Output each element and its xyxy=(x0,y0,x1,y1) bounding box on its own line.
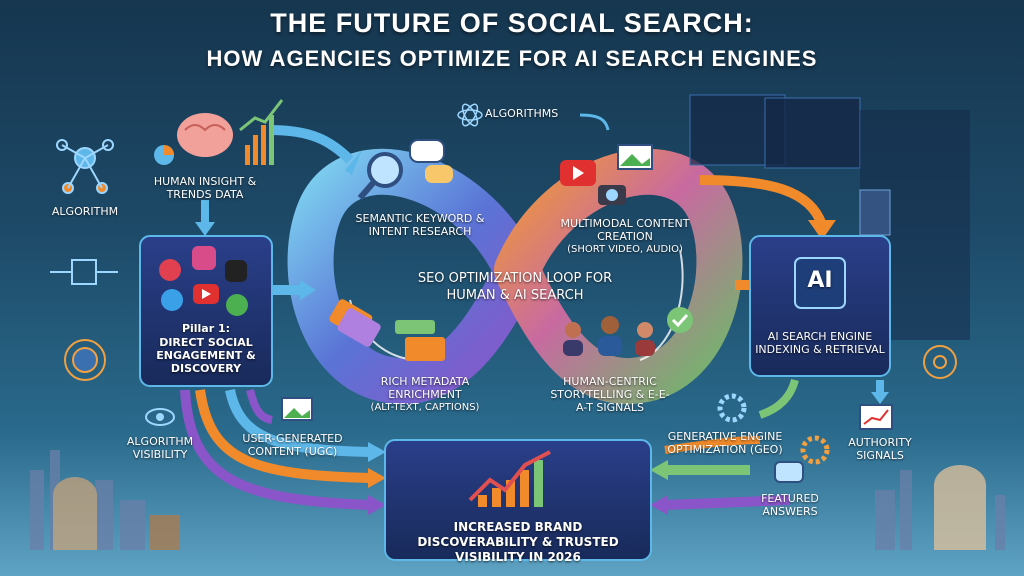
arrow-algorithms xyxy=(579,113,610,131)
arrow-pillar-to-ugc xyxy=(246,389,273,424)
camera-icon xyxy=(598,185,626,205)
arrow-ai-to-geo xyxy=(758,378,799,419)
magnifier-icon xyxy=(357,152,403,200)
label-algorithms: ALGORITHMS xyxy=(485,107,559,120)
arrow-insight-to-loop xyxy=(269,125,354,164)
label-geo: GENERATIVE ENGINE OPTIMIZATION (GEO) xyxy=(667,430,783,456)
featured-chat-icon xyxy=(774,461,804,483)
label-multimodal: MULTIMODAL CONTENT CREATION xyxy=(560,217,690,243)
growth-chart-icon xyxy=(468,450,551,507)
image-card-icon xyxy=(617,144,653,170)
label-pillar-text: DIRECT SOCIAL ENGAGEMENT & DISCOVERY xyxy=(156,336,256,375)
social-icons xyxy=(159,246,248,316)
chat-icon xyxy=(409,139,453,183)
label-loop-center: SEO OPTIMIZATION LOOP FOR HUMAN & AI SEA… xyxy=(417,271,613,303)
arrow-loop-to-ai xyxy=(699,175,827,227)
atom-icon xyxy=(457,103,483,127)
skyline-right xyxy=(875,465,1005,550)
label-pillar: Pillar 1: xyxy=(181,322,231,335)
label-metadata-sub: (ALT-TEXT, CAPTIONS) xyxy=(370,402,480,413)
pie-chart-icon xyxy=(154,145,174,165)
cube-icon xyxy=(50,259,118,285)
ai-chip-icon xyxy=(794,257,846,309)
label-algorithm: ALGORITHM xyxy=(51,205,119,218)
people-icon xyxy=(563,316,655,356)
page-subtitle: HOW AGENCIES OPTIMIZE FOR AI SEARCH ENGI… xyxy=(206,46,818,71)
loop-left-band xyxy=(287,148,540,405)
eye-icon xyxy=(145,408,175,426)
gear-icon xyxy=(717,393,830,465)
ai-badge: AI xyxy=(807,268,833,293)
label-metadata: RICH METADATA ENRICHMENT xyxy=(380,375,470,401)
network-icon xyxy=(56,139,114,194)
brain-icon xyxy=(177,113,233,157)
label-ai-engine: AI SEARCH ENGINE INDEXING & RETRIEVAL xyxy=(755,330,885,356)
label-ugc: USER-GENERATED CONTENT (UGC) xyxy=(242,432,343,458)
arrow-right-to-result-3 xyxy=(664,436,761,454)
arrow-right-to-result-2 xyxy=(664,495,791,510)
arrow-left-to-result-1 xyxy=(195,389,371,483)
arrow-left-to-result-2 xyxy=(180,389,371,510)
label-multimodal-sub: (SHORT VIDEO, AUDIO) xyxy=(567,244,683,255)
label-human-insight: HUMAN INSIGHT & TRENDS DATA xyxy=(153,175,257,201)
page-title: THE FUTURE OF SOCIAL SEARCH: xyxy=(270,8,754,38)
target-icon-right xyxy=(923,345,957,379)
label-authority: AUTHORITY SIGNALS xyxy=(848,436,912,462)
label-human-centric: HUMAN-CENTRIC STORYTELLING & E-E-A-T SIG… xyxy=(550,375,670,414)
result-box xyxy=(384,439,652,561)
authority-chart-icon xyxy=(859,404,893,430)
label-algorithm-visibility: ALGORITHM VISIBILITY xyxy=(126,435,194,461)
arrow-left-to-result-3 xyxy=(225,388,371,457)
award-badge-icon xyxy=(667,307,693,333)
bar-chart-icon xyxy=(239,99,284,165)
document-icon xyxy=(395,320,445,361)
label-featured: FEATURED ANSWERS xyxy=(761,492,819,518)
user-target-icon xyxy=(64,339,106,381)
label-result: INCREASED BRAND DISCOVERABILITY & TRUSTE… xyxy=(417,520,619,564)
tag-icon xyxy=(329,299,381,347)
loop-right-band xyxy=(494,148,743,405)
label-semantic: SEMANTIC KEYWORD & INTENT RESEARCH xyxy=(355,212,485,238)
ugc-image-icon xyxy=(281,397,313,421)
skyline-left xyxy=(30,450,180,550)
video-icon xyxy=(560,160,596,186)
